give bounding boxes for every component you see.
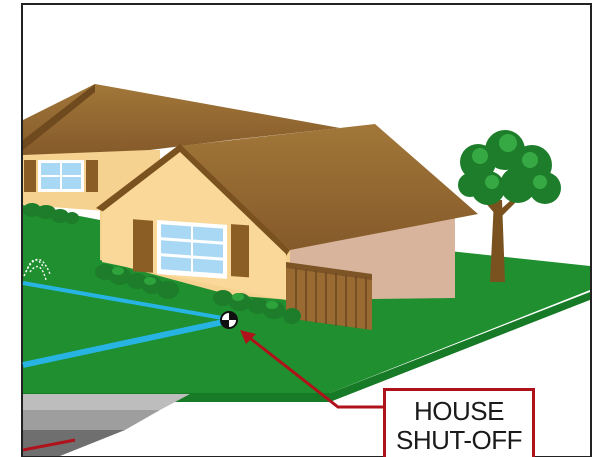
callout-line-1: HOUSE <box>414 396 504 426</box>
sprinkler-spray <box>23 258 51 281</box>
tree <box>458 130 561 282</box>
shutoff-valve-icon <box>220 311 238 329</box>
main-house-window <box>157 219 227 279</box>
callout-arrow <box>240 330 384 409</box>
water-line <box>22 281 229 368</box>
callout-line-2: SHUT-OFF <box>396 425 523 455</box>
back-house-shutter-right <box>86 160 98 192</box>
main-house-shutter-right <box>231 224 249 278</box>
main-house-shutter-left <box>133 219 153 273</box>
shrubs-back <box>23 203 79 224</box>
main-house <box>96 124 478 300</box>
back-house-shutter-left <box>24 160 36 192</box>
house-shutoff-label: HOUSE SHUT-OFF <box>383 388 535 457</box>
fence <box>286 262 372 330</box>
